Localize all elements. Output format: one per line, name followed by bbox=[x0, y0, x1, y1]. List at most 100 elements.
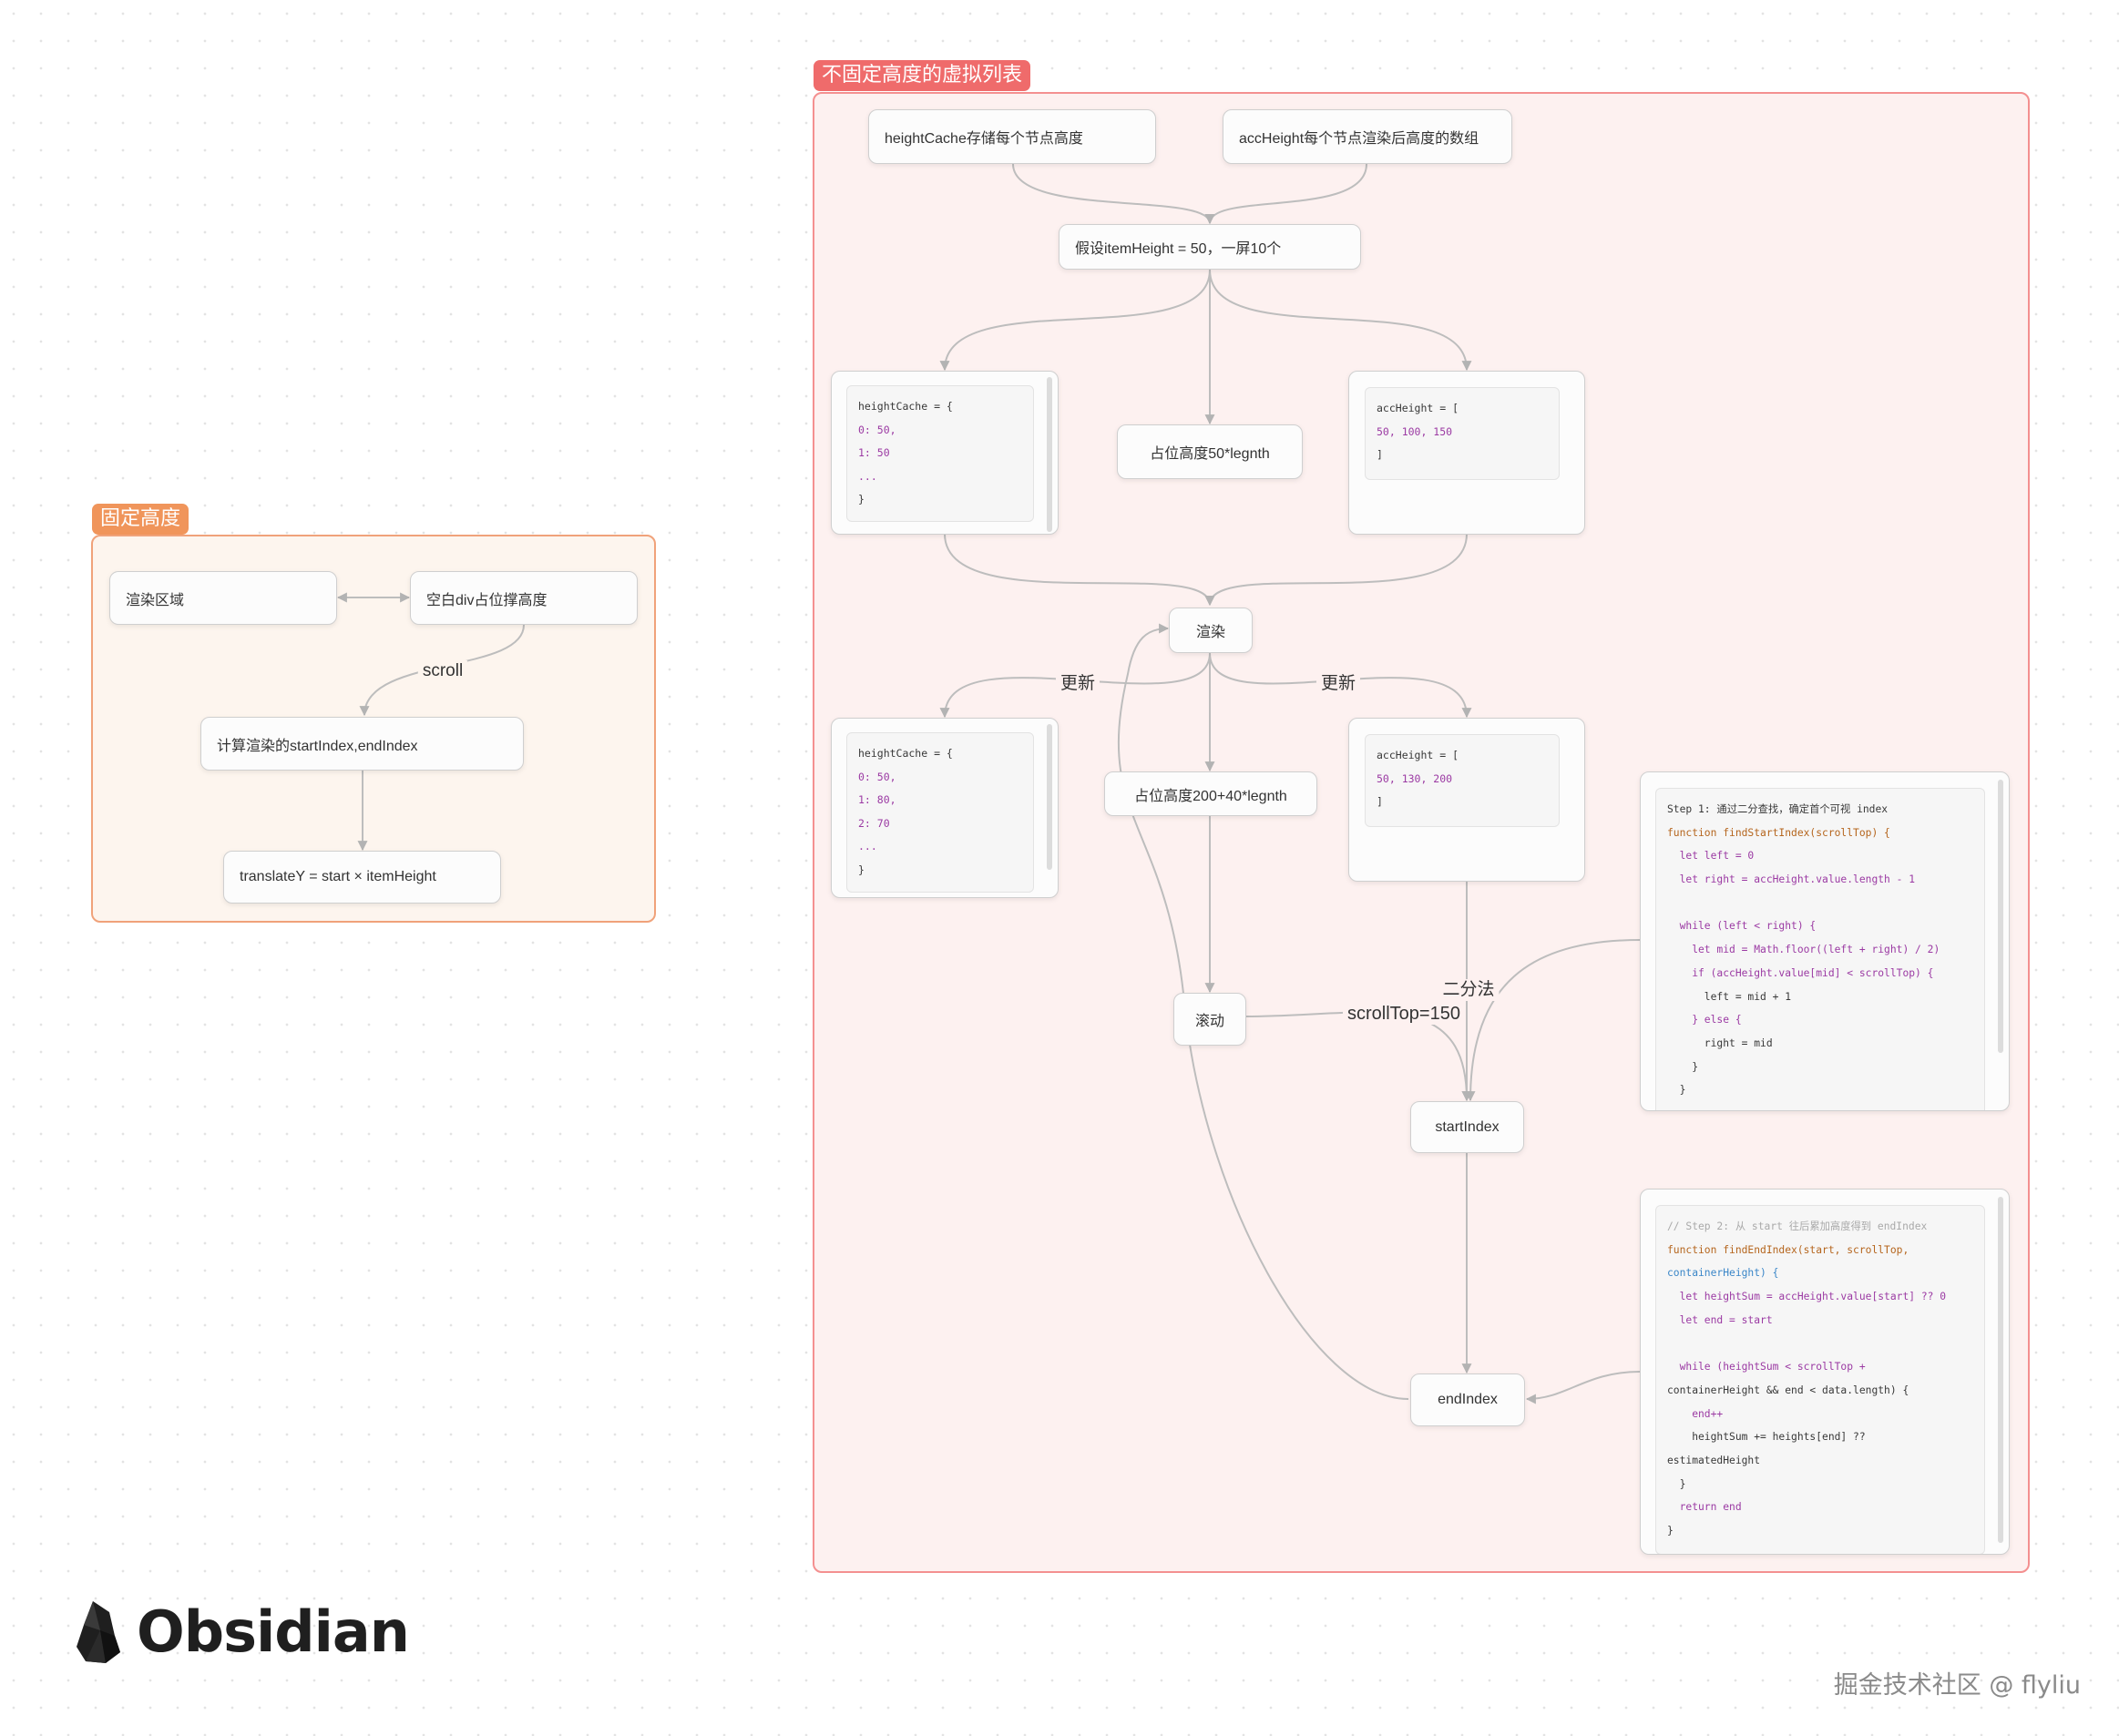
code-line: 1: 50 bbox=[858, 446, 890, 459]
node-placeholder-initial-label: 占位高度50*legnth bbox=[1150, 446, 1270, 462]
node-blank-div[interactable]: 空白div占位撑高度 bbox=[410, 571, 638, 625]
code-line: } bbox=[858, 493, 865, 505]
edge-heightcache-assume bbox=[1012, 163, 1215, 225]
code-line: if (accHeight.value[mid] < scrollTop) { bbox=[1667, 966, 1934, 979]
code-line: let end = start bbox=[1667, 1313, 1773, 1326]
node-height-cache-desc[interactable]: heightCache存储每个节点高度 bbox=[868, 109, 1156, 164]
code-line: // Step 2: 从 start 往后累加高度得到 endIndex bbox=[1667, 1220, 1928, 1232]
edge-label-update-right: 更新 bbox=[1315, 673, 1361, 695]
card-scrollbar[interactable] bbox=[1047, 377, 1052, 532]
node-render[interactable]: 渲染 bbox=[1169, 608, 1253, 653]
node-acc-height-desc[interactable]: accHeight每个节点渲染后高度的数组 bbox=[1223, 109, 1512, 164]
edge-label-update-left: 更新 bbox=[1055, 673, 1100, 695]
code-find-end-index: // Step 2: 从 start 往后累加高度得到 endIndex fun… bbox=[1655, 1205, 1985, 1554]
node-scroll[interactable]: 滚动 bbox=[1173, 993, 1246, 1046]
edge-label-scroll: scroll bbox=[417, 660, 468, 682]
card-scrollbar[interactable] bbox=[1998, 780, 2003, 1053]
code-line: } bbox=[1667, 1084, 1686, 1097]
node-placeholder-updated[interactable]: 占位高度200+40*legnth bbox=[1104, 771, 1317, 816]
node-render-area-label: 渲染区域 bbox=[126, 592, 185, 608]
edge-end-index-render bbox=[1117, 623, 1409, 1400]
code-line: function findEndIndex(start, scrollTop, bbox=[1667, 1243, 1909, 1256]
code-line: while (left < right) { bbox=[1667, 920, 1817, 933]
code-line: ... bbox=[858, 840, 877, 853]
code-line: } else { bbox=[1667, 1014, 1742, 1026]
code-line: } bbox=[858, 863, 865, 876]
card-height-cache-initial[interactable]: heightCache = { 0: 50, 1: 50 ... } bbox=[831, 371, 1059, 535]
card-acc-height-updated[interactable]: accHeight = [ 50, 130, 200 ] bbox=[1348, 718, 1585, 882]
edge-code1-start-index bbox=[1465, 939, 1641, 1102]
code-line bbox=[1667, 1332, 1973, 1355]
code-line: right = mid bbox=[1667, 1036, 1773, 1049]
code-line: let right = accHeight.value.length - 1 bbox=[1667, 873, 1916, 886]
code-find-start-index: Step 1: 通过二分查找，确定首个可视 index function fin… bbox=[1655, 788, 1985, 1110]
node-translate[interactable]: translateY = start × itemHeight bbox=[223, 851, 501, 904]
node-calc-index-label: 计算渲染的startIndex,endIndex bbox=[217, 738, 418, 754]
node-placeholder-updated-label: 占位高度200+40*legnth bbox=[1134, 788, 1287, 804]
node-blank-div-label: 空白div占位撑高度 bbox=[426, 592, 548, 608]
code-line: 0: 50, bbox=[858, 770, 896, 783]
code-line: ] bbox=[1377, 448, 1383, 461]
code-line: 0: 50, bbox=[858, 423, 896, 436]
code-line: 1: 80, bbox=[858, 793, 896, 806]
edge-accheight-assume bbox=[1204, 163, 1367, 225]
group-fixed-height-label: 固定高度 bbox=[92, 504, 189, 535]
card-find-start-index[interactable]: Step 1: 通过二分查找，确定首个可视 index function fin… bbox=[1640, 771, 2010, 1111]
code-line: 2: 70 bbox=[858, 816, 890, 830]
code-acc-height-initial: accHeight = [ 50, 100, 150 ] bbox=[1365, 387, 1560, 480]
code-height-cache-initial: heightCache = { 0: 50, 1: 50 ... } bbox=[846, 385, 1034, 522]
card-scrollbar[interactable] bbox=[1998, 1197, 2003, 1543]
edge-assume-heightcache-card bbox=[939, 269, 1211, 372]
node-calc-index[interactable]: 计算渲染的startIndex,endIndex bbox=[200, 717, 524, 771]
card-find-end-index[interactable]: // Step 2: 从 start 往后累加高度得到 endIndex fun… bbox=[1640, 1189, 2010, 1555]
code-acc-height-updated: accHeight = [ 50, 130, 200 ] bbox=[1365, 734, 1560, 827]
edge-label-binary-search: 二分法 bbox=[1438, 979, 1500, 1001]
code-line: containerHeight && end < data.length) { bbox=[1667, 1384, 1909, 1396]
group-variable-height-label: 不固定高度的虚拟列表 bbox=[814, 60, 1031, 91]
edge-label-scroll-top: scrollTop=150 bbox=[1343, 1003, 1465, 1025]
obsidian-gem-icon bbox=[77, 1600, 120, 1663]
node-render-area[interactable]: 渲染区域 bbox=[109, 571, 337, 625]
node-end-index[interactable]: endIndex bbox=[1410, 1373, 1525, 1426]
node-scroll-label: 滚动 bbox=[1194, 1014, 1224, 1029]
code-line: return end bbox=[1667, 1501, 1742, 1514]
node-start-index[interactable]: startIndex bbox=[1410, 1101, 1524, 1153]
code-height-cache-updated: heightCache = { 0: 50, 1: 80, 2: 70 ... … bbox=[846, 732, 1034, 893]
code-line: let heightSum = accHeight.value[start] ?… bbox=[1667, 1291, 1947, 1303]
watermark: 掘金技术社区 @ flyliu bbox=[1833, 1671, 2081, 1700]
code-line: } bbox=[1667, 1524, 1674, 1537]
code-line: heightCache = { bbox=[858, 400, 953, 413]
edge-heightcache-card-render bbox=[944, 533, 1215, 607]
code-line: let mid = Math.floor((left + right) / 2) bbox=[1667, 944, 1940, 956]
node-end-index-label: endIndex bbox=[1438, 1392, 1498, 1407]
node-assume[interactable]: 假设itemHeight = 50，一屏10个 bbox=[1059, 224, 1361, 270]
node-acc-height-desc-label: accHeight每个节点渲染后高度的数组 bbox=[1239, 131, 1479, 147]
code-line: containerHeight) { bbox=[1667, 1267, 1779, 1280]
code-line: while (heightSum < scrollTop + bbox=[1667, 1361, 1866, 1373]
node-height-cache-desc-label: heightCache存储每个节点高度 bbox=[885, 131, 1083, 147]
code-line: heightSum += heights[end] ?? bbox=[1667, 1431, 1866, 1444]
code-line: function findStartIndex(scrollTop) { bbox=[1667, 826, 1890, 839]
code-line: ... bbox=[858, 469, 877, 483]
code-line: heightCache = { bbox=[858, 747, 953, 760]
edge-accheight-card-render bbox=[1204, 533, 1468, 607]
code-line: left = mid + 1 bbox=[1667, 990, 1792, 1003]
edge-assume-accheight-card bbox=[1209, 269, 1472, 372]
node-render-label: 渲染 bbox=[1195, 625, 1225, 640]
node-translate-label: translateY = start × itemHeight bbox=[240, 869, 436, 884]
code-line: Step 1: 通过二分查找，确定首个可视 index bbox=[1667, 803, 1889, 815]
edge-scroll-start-index bbox=[1245, 1011, 1472, 1102]
code-line: } bbox=[1667, 1060, 1699, 1073]
card-acc-height-initial[interactable]: accHeight = [ 50, 100, 150 ] bbox=[1348, 371, 1585, 535]
obsidian-logo: Obsidian bbox=[73, 1598, 410, 1665]
code-line: 50, 100, 150 bbox=[1377, 424, 1453, 438]
card-scrollbar[interactable] bbox=[1047, 724, 1052, 870]
edge-code2-end-index bbox=[1525, 1371, 1641, 1404]
code-line: let left = 0 bbox=[1667, 850, 1755, 863]
node-assume-label: 假设itemHeight = 50，一屏10个 bbox=[1075, 241, 1282, 257]
node-start-index-label: startIndex bbox=[1435, 1118, 1500, 1135]
card-height-cache-updated[interactable]: heightCache = { 0: 50, 1: 80, 2: 70 ... … bbox=[831, 718, 1059, 898]
code-line: end++ bbox=[1667, 1407, 1724, 1420]
node-placeholder-initial[interactable]: 占位高度50*legnth bbox=[1117, 424, 1303, 479]
